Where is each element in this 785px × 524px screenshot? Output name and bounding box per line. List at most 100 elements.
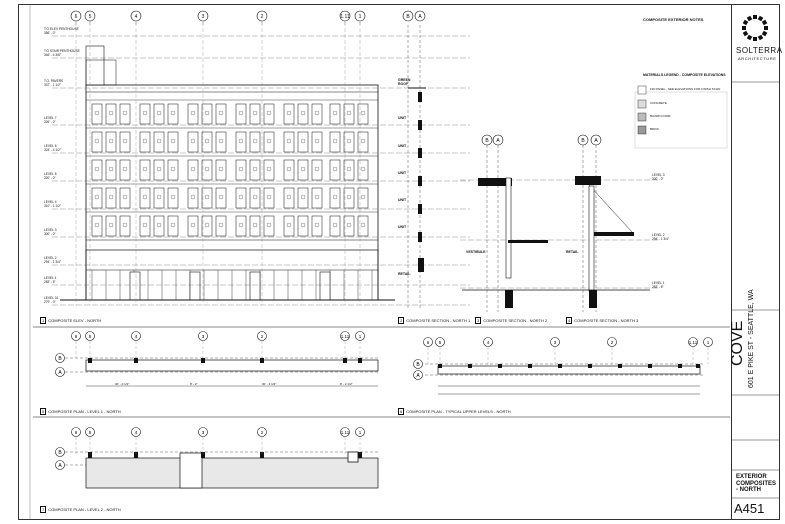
elev-window bbox=[139, 187, 151, 209]
label-unit-5: UNIT bbox=[398, 225, 407, 229]
elev-window bbox=[153, 159, 165, 181]
svg-text:1.11: 1.11 bbox=[341, 430, 350, 435]
plan-column bbox=[358, 452, 362, 458]
svg-text:A: A bbox=[418, 14, 422, 20]
elev-window bbox=[153, 187, 165, 209]
view-title-text: COMPOSITE PLAN - LEVEL 2 - NORTH bbox=[48, 507, 121, 512]
elev-window bbox=[119, 131, 131, 153]
elev-window bbox=[119, 215, 131, 237]
level-name: LEVEL 4 bbox=[44, 200, 57, 204]
elev-window bbox=[357, 215, 369, 237]
label-retail-2: RETAIL bbox=[566, 250, 579, 254]
elev-window bbox=[263, 131, 275, 153]
sheet-border bbox=[18, 4, 780, 520]
svg-text:5: 5 bbox=[439, 340, 442, 345]
legend-heading: MATERIALS LEGEND - COMPOSITE ELEVATIONS bbox=[643, 73, 726, 77]
svg-text:1.11: 1.11 bbox=[689, 340, 698, 345]
plan-column bbox=[358, 358, 362, 363]
elev-window bbox=[139, 131, 151, 153]
elev-window bbox=[235, 103, 247, 125]
level-name: LEVEL 3 bbox=[652, 173, 665, 177]
label-green-roof: GREEN ROOF bbox=[398, 78, 411, 86]
elev-window bbox=[357, 131, 369, 153]
grid-bubble-label: 6 bbox=[75, 14, 78, 20]
elev-window bbox=[105, 159, 117, 181]
legend-item-1: FIN PANEL - SEE ELEVATIONS FOR FINISH SC… bbox=[650, 87, 721, 91]
svg-text:B: B bbox=[416, 362, 420, 368]
legend-item-3: BOARD FORM bbox=[650, 114, 671, 118]
view-title-text: COMPOSITE ELEV - NORTH bbox=[48, 318, 102, 323]
elev-window bbox=[249, 103, 261, 125]
svg-text:B: B bbox=[485, 138, 489, 144]
notes-heading: COMPOSITE EXTERIOR NOTES bbox=[643, 17, 704, 22]
elev-window bbox=[263, 215, 275, 237]
solterra-logo bbox=[742, 15, 768, 41]
legend-item-4: BRICK bbox=[650, 127, 660, 131]
plan-column bbox=[201, 452, 205, 458]
level-name: LEVEL 3 bbox=[44, 228, 57, 232]
elev-window bbox=[187, 103, 199, 125]
plan-column bbox=[88, 358, 92, 363]
plan-column bbox=[260, 452, 264, 458]
elev-window bbox=[215, 131, 227, 153]
plan-column bbox=[438, 364, 442, 368]
plan-column bbox=[678, 364, 682, 368]
elev-window bbox=[343, 159, 355, 181]
elev-window bbox=[167, 159, 179, 181]
elev-window bbox=[119, 159, 131, 181]
dim-4: 8' - 2 1/2" bbox=[340, 382, 353, 386]
grid-bubble-label: 2 bbox=[261, 14, 264, 20]
elev-window bbox=[187, 187, 199, 209]
svg-text:1: 1 bbox=[359, 334, 362, 339]
level-elev: 310' - 1 1/2" bbox=[44, 203, 61, 208]
elev-window bbox=[297, 103, 309, 125]
elev-window bbox=[215, 159, 227, 181]
elev-window bbox=[153, 131, 165, 153]
level-elev: 356' - 0" bbox=[44, 30, 56, 35]
elev-window bbox=[201, 187, 213, 209]
plan-column bbox=[588, 364, 592, 368]
elev-window bbox=[167, 131, 179, 153]
view-num: 4 bbox=[566, 317, 573, 324]
label-vestibule: VESTIBULE bbox=[466, 250, 486, 254]
project-name: COVE bbox=[729, 320, 746, 366]
view-title-text: COMPOSITE PLAN - LEVEL 1 - NORTH bbox=[48, 409, 121, 414]
view-num: 6 bbox=[398, 408, 405, 415]
label-unit-1: UNIT bbox=[398, 116, 407, 120]
elev-window bbox=[235, 131, 247, 153]
level-elev: 300' - 0" bbox=[652, 176, 664, 181]
level-name: LEVEL 01 bbox=[44, 296, 59, 300]
view-num: 1 bbox=[40, 317, 47, 324]
project-address: 601 E PIKE ST - SEATTLE, WA bbox=[748, 289, 755, 388]
level-name: LEVEL 6 bbox=[44, 144, 57, 148]
elev-window bbox=[235, 159, 247, 181]
elev-window bbox=[297, 215, 309, 237]
elev-window bbox=[311, 187, 323, 209]
elev-window bbox=[105, 131, 117, 153]
level-name: T.O. PAVERS bbox=[44, 79, 64, 83]
elev-window bbox=[201, 215, 213, 237]
view-num: 7 bbox=[40, 506, 47, 513]
grid-bubble bbox=[70, 10, 82, 22]
svg-text:A: A bbox=[58, 370, 62, 376]
elev-window bbox=[187, 131, 199, 153]
svg-text:B: B bbox=[406, 14, 410, 20]
svg-text:A: A bbox=[496, 138, 500, 144]
grid-bubble bbox=[84, 10, 96, 22]
elev-window bbox=[329, 187, 341, 209]
elev-window bbox=[167, 103, 179, 125]
elev-window bbox=[357, 103, 369, 125]
elev-window bbox=[167, 215, 179, 237]
plan-level-2 bbox=[60, 451, 379, 489]
svg-text:5: 5 bbox=[89, 334, 92, 339]
view-title-text: COMPOSITE PLAN - TYPICAL UPPER LEVELS - … bbox=[406, 409, 511, 414]
svg-text:B: B bbox=[58, 450, 62, 456]
grid-bubble-label: 3 bbox=[202, 14, 205, 20]
elev-window bbox=[311, 103, 323, 125]
